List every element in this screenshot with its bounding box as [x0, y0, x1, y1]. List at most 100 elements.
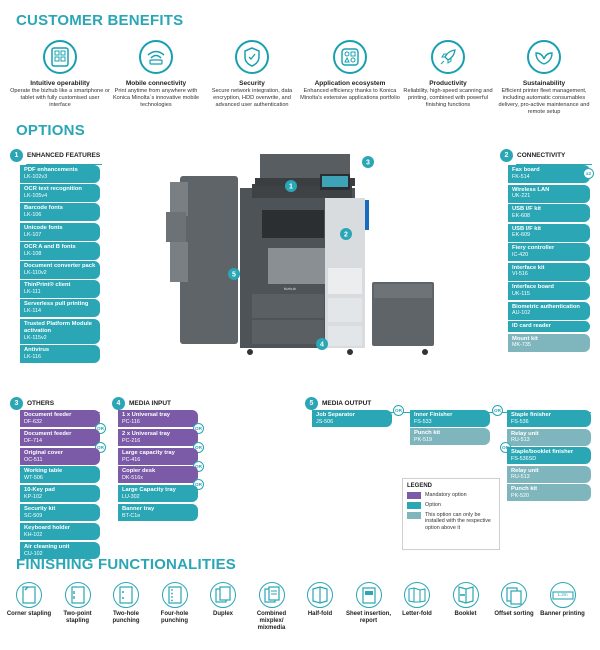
section-title: MEDIA OUTPUT — [322, 400, 372, 407]
four-hole-punch-icon — [161, 582, 188, 608]
option-title: Fiery controller — [512, 245, 555, 251]
or-badge: OR — [193, 441, 204, 453]
option-title: Original cover — [24, 449, 63, 456]
option-code: BT-C1e — [122, 512, 141, 519]
section-connectivity-header: 2 CONNECTIVITY — [500, 149, 592, 165]
option-code: DF-714 — [24, 437, 42, 444]
option-title: Interface kit — [512, 264, 545, 271]
option-code: LK-114 — [24, 308, 41, 315]
section-title: ENHANCED FEATURES — [27, 152, 101, 159]
option-code: RU-513 — [511, 474, 530, 481]
option-title: Mount kit — [512, 335, 538, 342]
option-code: VI-516 — [512, 271, 528, 278]
option-code: PC-416 — [122, 456, 141, 463]
option-code: EK-609 — [512, 232, 530, 239]
option-title: Fax board — [512, 167, 540, 173]
finishing-item: Corner stapling — [4, 582, 54, 618]
section-media-output-header: 5 MEDIA OUTPUT — [305, 397, 591, 413]
apps-icon — [333, 40, 367, 74]
option-code: LK-110v2 — [24, 269, 47, 276]
option-code: PC-116 — [122, 418, 140, 425]
option-code: IC-420 — [512, 251, 529, 258]
option-code: KP-102 — [24, 494, 42, 501]
option-title: Staple/booklet finisher — [511, 449, 574, 455]
option-code: UK-221 — [512, 193, 531, 200]
offset-sorting-icon — [501, 582, 527, 608]
printer-illustration: 5 bizhub 1 3 2 4 — [166, 154, 434, 355]
option-code: CU-102 — [24, 550, 43, 557]
option-code: UK-115 — [512, 290, 530, 297]
or-badge: OR — [193, 460, 204, 472]
option-title: Relay unit — [511, 467, 539, 474]
option-title: Antivirus — [24, 346, 50, 353]
option-code: LK-116 — [24, 353, 41, 360]
finishing-label: Banner printing — [540, 611, 585, 617]
option-code: LK-111 — [24, 289, 41, 296]
option-title: 10-Key pad — [24, 487, 55, 494]
option-title: Large capacity tray — [122, 449, 175, 456]
finishing-item: Half-fold — [295, 582, 345, 618]
option-title: Document feeder — [24, 430, 72, 437]
option-title: Air cleaning unit — [24, 543, 70, 550]
finishing-item: Booklet — [441, 582, 491, 618]
option-title: Serverless pull printing — [24, 301, 89, 308]
letter-fold-icon — [404, 582, 430, 608]
benefit-intuitive: Intuitive operability Operate the bizhub… — [10, 40, 110, 109]
finishing-heading: FINISHING FUNCTIONALITIES — [16, 556, 236, 573]
option-code: LK-105v4 — [24, 193, 48, 200]
option-title: ThinPrint® client — [24, 282, 71, 289]
option-code: LK-107 — [24, 231, 42, 238]
option-code: AU-102 — [512, 310, 531, 317]
legend-swatch — [407, 492, 421, 499]
option-code: WT-506 — [24, 475, 43, 482]
option-title: Inner Finisher — [414, 412, 453, 418]
option-title: Relay unit — [511, 430, 539, 437]
option-title: 1 x Universal tray — [122, 412, 171, 418]
shield-icon — [235, 40, 269, 74]
benefit-title: Security — [239, 80, 265, 87]
benefit-title: Intuitive operability — [30, 80, 90, 87]
finishing-label: Four-hole punching — [160, 611, 189, 625]
option-title: OCR A and B fonts — [24, 243, 76, 250]
options-heading: OPTIONS — [16, 122, 85, 139]
finishing-label: Two-hole punching — [112, 611, 140, 625]
finishing-item: Letter-fold — [392, 582, 442, 618]
option-title: Trusted Platform Module activation — [24, 320, 92, 334]
legend-label: Option — [425, 502, 441, 508]
option-title: Interface board — [512, 284, 554, 290]
option-code: PC-216 — [122, 437, 141, 444]
finishing-item: Four-hole punching — [150, 582, 200, 625]
two-point-staple-icon — [64, 582, 91, 608]
legend-swatch — [407, 512, 421, 519]
option-code: LK-115v2 — [24, 334, 47, 341]
benefit-title: Sustainability — [522, 80, 566, 87]
rocket-icon — [431, 40, 465, 74]
finishing-label: Combined mixplex/ mixmedia — [256, 611, 287, 632]
option-item: ID card reader — [508, 321, 590, 332]
option-title: 2 x Universal tray — [122, 430, 171, 437]
section-number: 4 — [112, 397, 125, 410]
benefit-desc: Operate the bizhub like a smartphone or … — [10, 88, 110, 108]
or-badge: OR — [193, 423, 204, 434]
finishing-item: Two-hole punching — [101, 582, 151, 625]
benefit-sustainability: Sustainability Efficient printer fleet m… — [494, 40, 594, 116]
